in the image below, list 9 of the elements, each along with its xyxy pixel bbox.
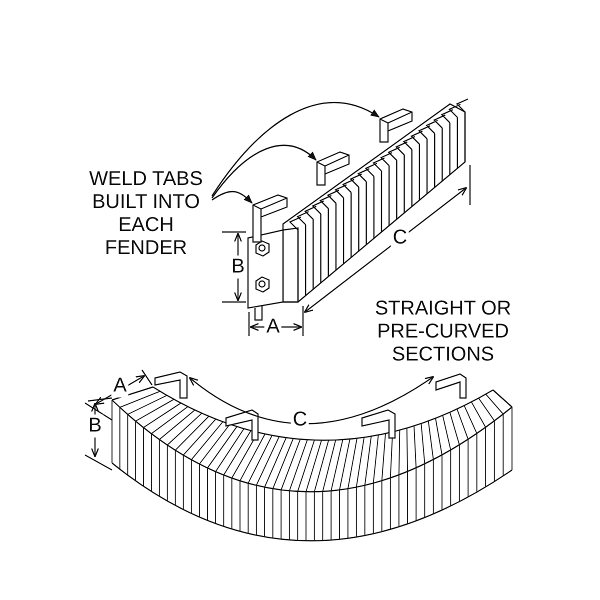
dimension-label: C [390,226,410,250]
weld-tab [316,150,350,186]
leader-arrow [211,102,380,196]
dimension-label: A [111,374,129,398]
leader-arrow [212,190,253,204]
leader-arrow [211,144,317,198]
weld-tab [379,107,413,143]
callout-text: WELD TABS BUILT INTO EACH FENDER [88,168,204,260]
weld-tab [252,193,288,243]
